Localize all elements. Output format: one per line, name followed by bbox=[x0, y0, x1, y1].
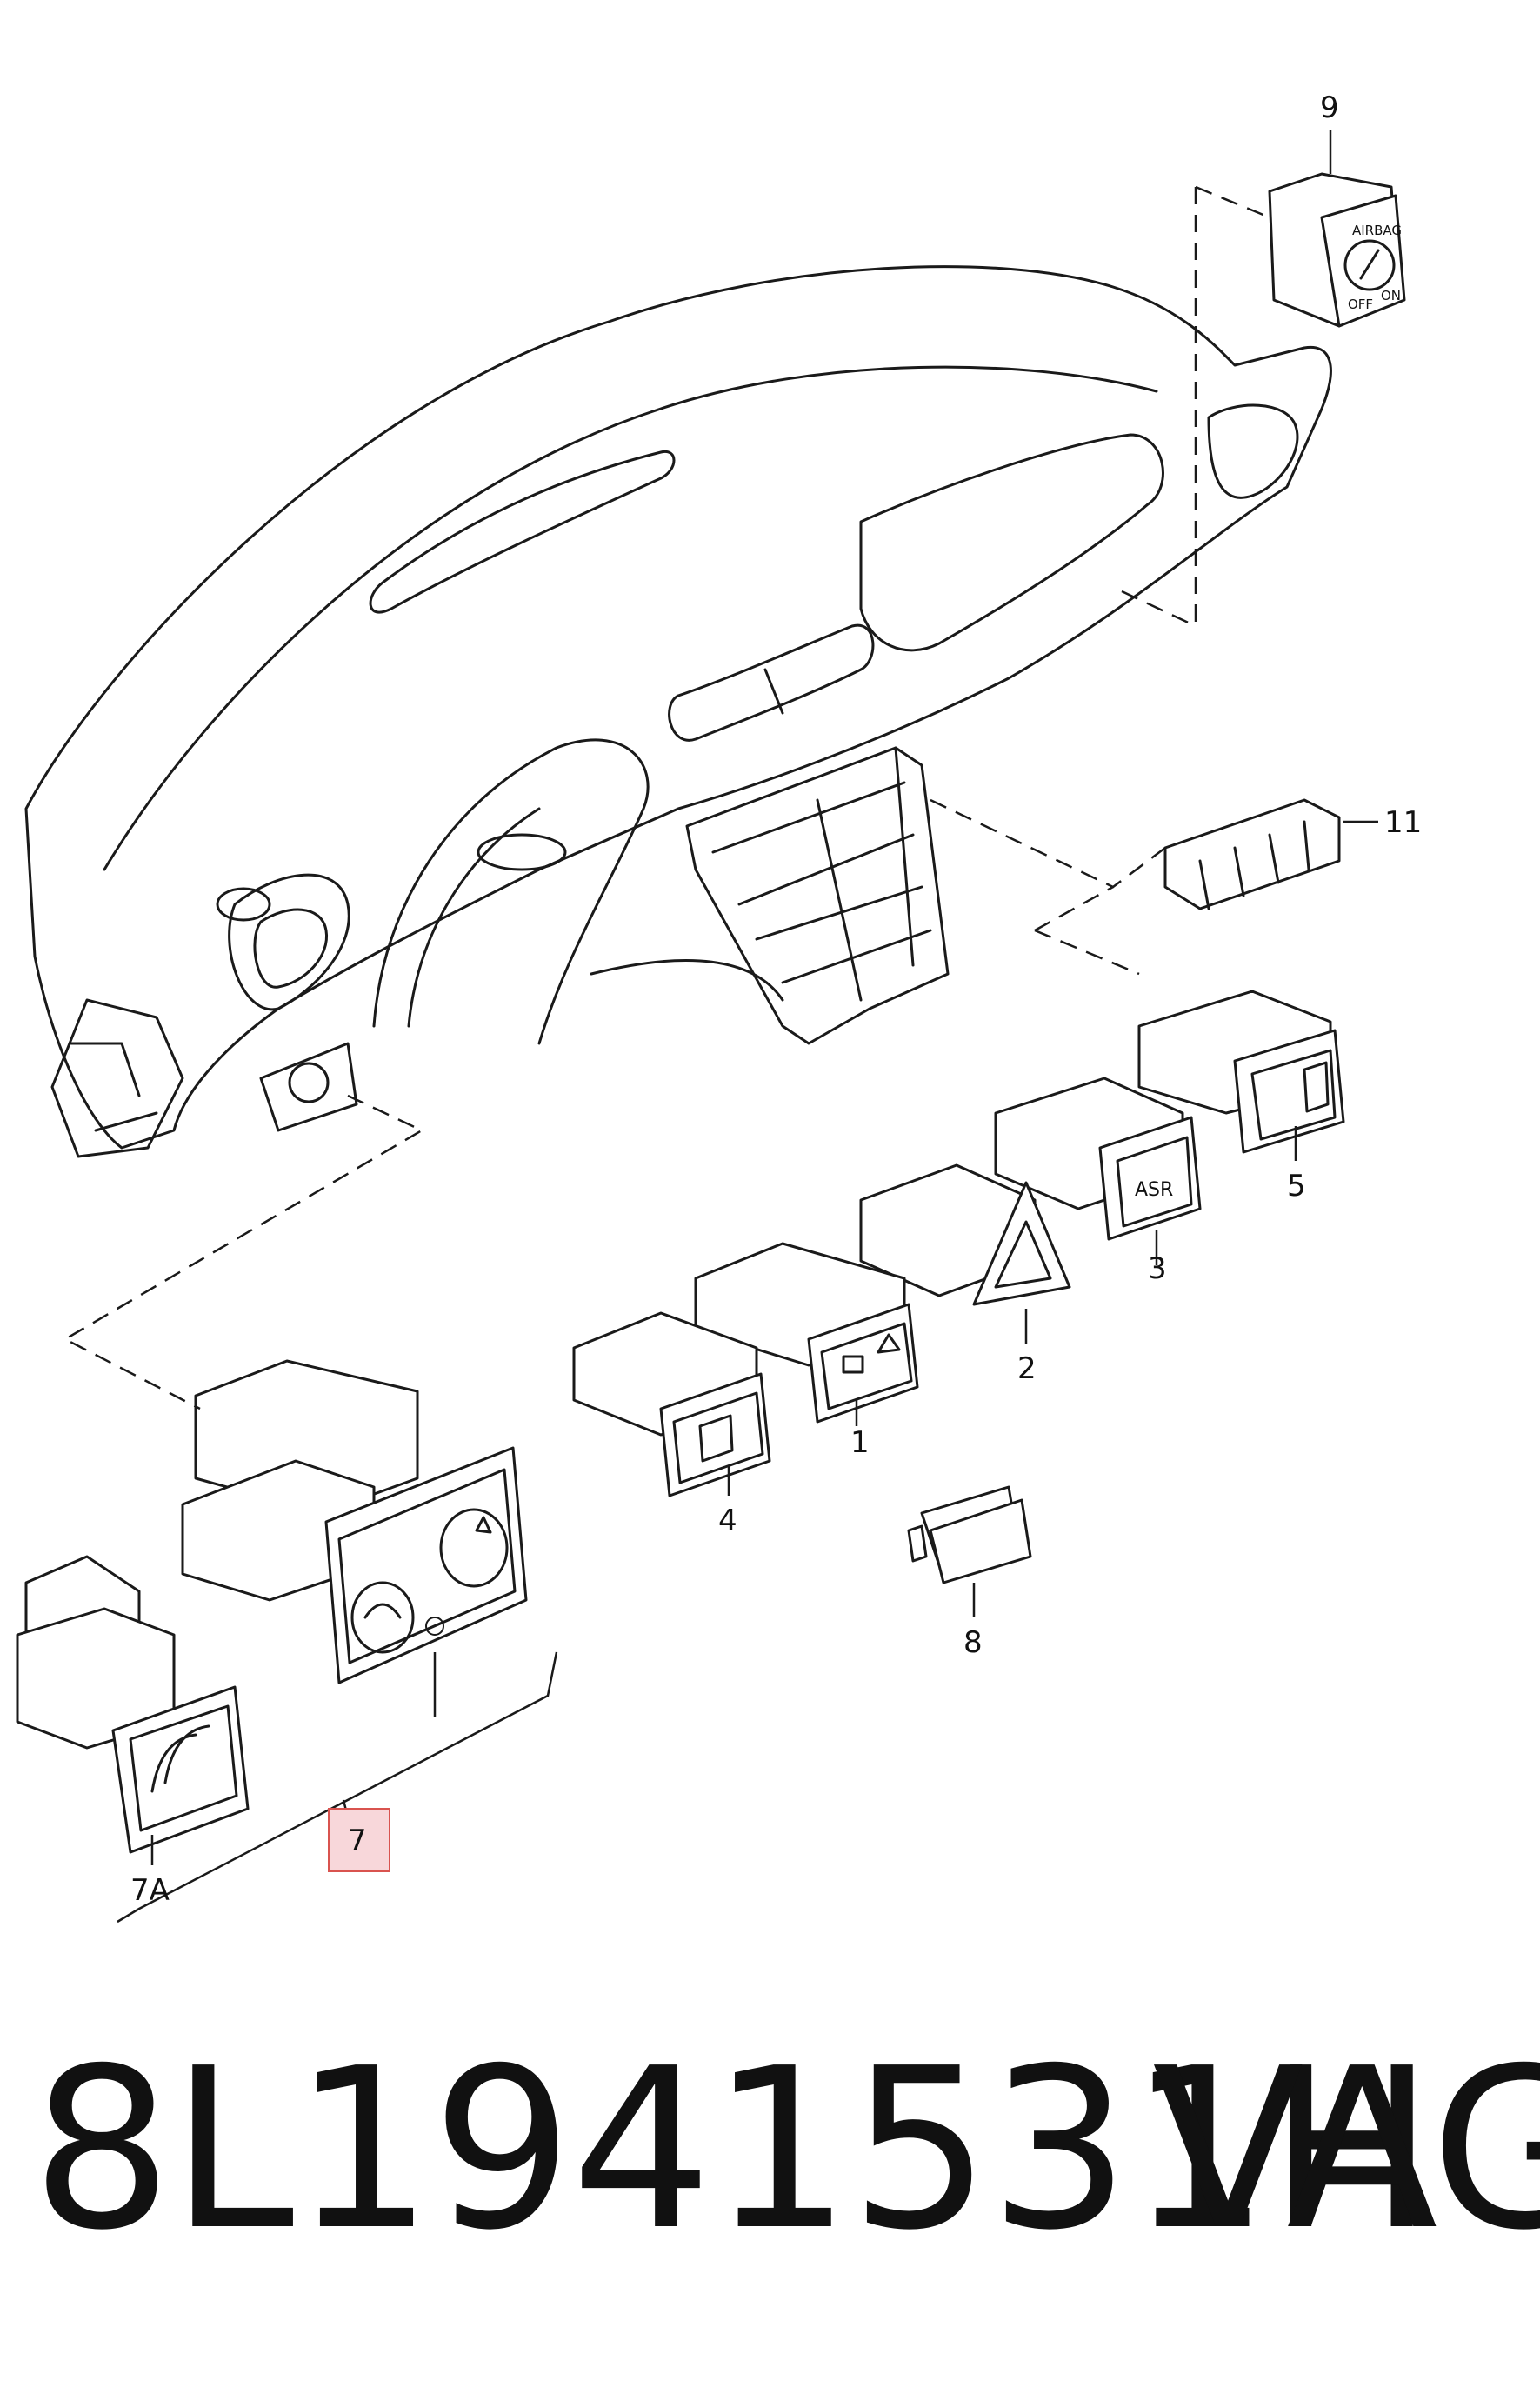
highlight-box-callout-7 bbox=[328, 1808, 390, 1872]
part-4-switch bbox=[572, 1311, 771, 1497]
callout-9: 9 bbox=[1320, 90, 1339, 125]
asr-label-text: ASR bbox=[1135, 1179, 1173, 1201]
callout-7: 7 bbox=[348, 1824, 367, 1858]
airbag-off-text: OFF bbox=[1348, 297, 1373, 312]
callout-7a: 7A bbox=[130, 1873, 170, 1908]
callout-5: 5 bbox=[1287, 1169, 1306, 1204]
callout-3: 3 bbox=[1148, 1251, 1167, 1286]
part-8-switch bbox=[907, 1485, 1032, 1584]
callout-4: 4 bbox=[718, 1504, 737, 1538]
part-9-airbag-switch: AIRBAG OFF ON bbox=[1268, 172, 1406, 328]
part-11-bracket bbox=[1163, 798, 1341, 910]
callout-1: 1 bbox=[850, 1425, 870, 1460]
callout-11: 11 bbox=[1384, 805, 1422, 840]
callout-labels: 9 11 5 3 2 1 4 8 7 7A bbox=[130, 90, 1422, 1908]
part-2-hazard-switch bbox=[859, 1163, 1071, 1306]
brand-text: VAG bbox=[1152, 2021, 1540, 2279]
part-5-switch bbox=[1137, 990, 1345, 1154]
callout-8: 8 bbox=[963, 1625, 983, 1660]
part-3-asr-switch: ASR bbox=[994, 1077, 1202, 1241]
part-7-light-switch bbox=[181, 1359, 528, 1684]
part-1-switch bbox=[694, 1242, 919, 1424]
airbag-on-text: ON bbox=[1381, 288, 1401, 303]
part-7a-switch bbox=[16, 1555, 250, 1854]
callout-2: 2 bbox=[1017, 1351, 1037, 1386]
assembly-dashed-lines bbox=[63, 185, 1270, 1410]
dashboard-panel bbox=[24, 265, 1332, 1158]
part-number-text: 8L1941531H bbox=[31, 2021, 1435, 2279]
airbag-label-text: AIRBAG bbox=[1352, 223, 1402, 238]
exploded-parts-diagram: AIRBAG OFF ON ASR bbox=[16, 90, 1422, 1924]
